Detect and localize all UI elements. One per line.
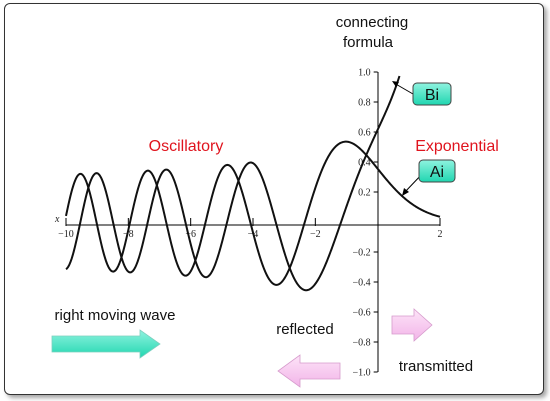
y-tick-label: −0.6 [353, 308, 371, 319]
connecting-formula-line1: connecting [336, 14, 409, 31]
x-tick-label: −6 [185, 229, 196, 240]
series-line-ai [65, 140, 441, 286]
reflected-label: reflected [276, 321, 334, 338]
x-axis-label: x [54, 214, 60, 225]
y-tick-label: −1.0 [353, 368, 371, 379]
exponential-label: Exponential [415, 138, 499, 155]
y-tick-label: −0.8 [353, 338, 371, 349]
bi-badge-label: Bi [425, 87, 439, 104]
x-tick-label: 2 [438, 229, 443, 240]
ai-pointer-head [402, 188, 409, 196]
x-tick-label: −10 [58, 229, 74, 240]
y-tick-label: 0.2 [358, 188, 371, 199]
y-tick-label: 0.4 [358, 158, 371, 169]
x-tick-label: −8 [123, 229, 134, 240]
y-tick-label: 0.8 [358, 98, 371, 109]
series-line-bi [65, 75, 401, 292]
figure-frame [4, 3, 544, 395]
y-tick-label: 0.6 [358, 128, 371, 139]
ai-badge [418, 159, 456, 183]
y-tick-label: −0.2 [353, 248, 371, 259]
bi-badge [412, 82, 452, 106]
connecting-formula-line2: formula [343, 34, 394, 51]
y-ticks: 1.0 0.8 0.6 0.4 0.2 −0.2 −0.4 −0.6 −0.8 −1.0 [353, 68, 378, 379]
transmitted-arrow [391, 308, 433, 342]
y-tick-label: −0.4 [353, 278, 371, 289]
right-moving-wave-arrow [51, 329, 161, 359]
oscillatory-label: Oscillatory [149, 138, 224, 155]
bi-pointer-head [392, 81, 399, 87]
reflected-arrow [277, 354, 341, 388]
ai-badge-label: Ai [430, 164, 444, 181]
right-moving-wave-label: right moving wave [55, 307, 176, 324]
transmitted-label: transmitted [399, 358, 473, 375]
y-tick-label: 1.0 [358, 68, 371, 79]
x-tick-label: −2 [310, 229, 321, 240]
